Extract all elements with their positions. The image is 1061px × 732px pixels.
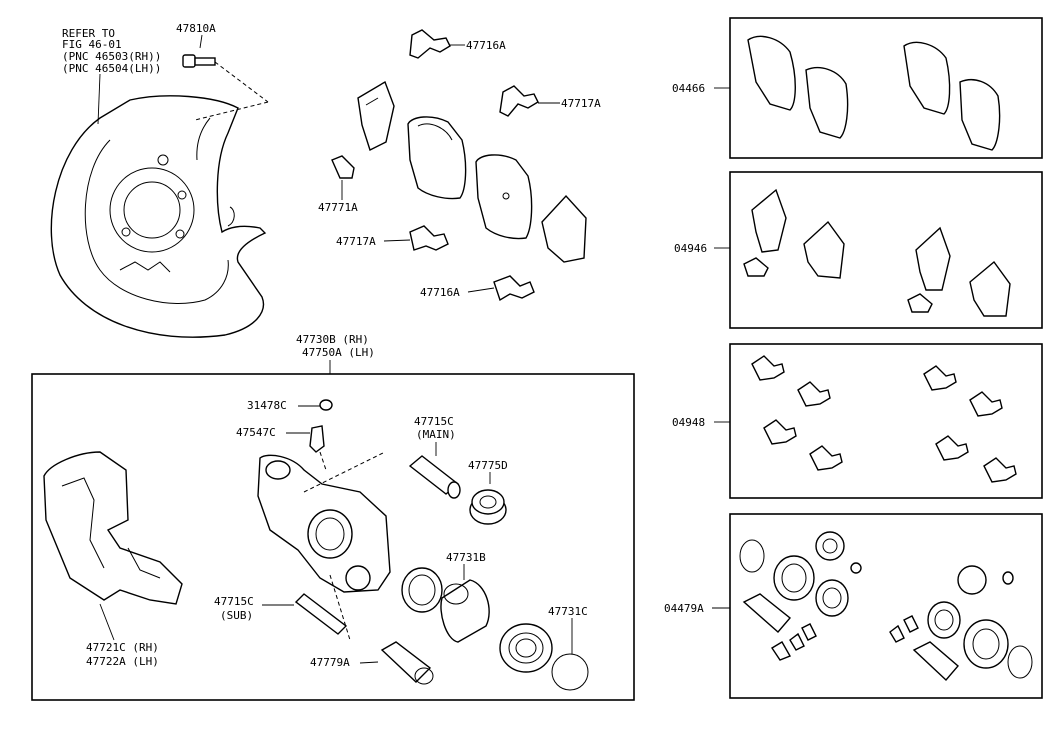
piston-boot-drawing — [499, 623, 553, 673]
clip-47717A-top-drawing — [499, 85, 539, 117]
label-04479A: 04479A — [664, 602, 704, 615]
label-47717A-top: 47717A — [561, 97, 601, 110]
label-mount-rh: 47721C (RH) — [86, 641, 159, 654]
label-mount-lh: 47722A (LH) — [86, 655, 159, 668]
mounting-bracket-drawing — [43, 451, 183, 605]
pad-outer-drawing — [475, 154, 533, 240]
kit-04946-box — [729, 171, 1043, 329]
kit-04479A-seals-drawing — [739, 531, 1033, 682]
label-caliper-lh: 47750A (LH) — [302, 346, 375, 359]
kit-04948-clips-drawing — [751, 355, 1017, 483]
backing-plate-drawing — [50, 95, 267, 338]
label-47715C-sub: 47715C — [214, 595, 254, 608]
seal-47731C-drawing — [551, 653, 589, 691]
boot-47775D-drawing — [469, 489, 507, 525]
label-main-tag: (MAIN) — [416, 428, 456, 441]
piston-seal-ring-drawing — [401, 567, 443, 613]
label-47715C-main: 47715C — [414, 415, 454, 428]
kit-04466-pads-drawing — [747, 35, 1001, 151]
label-47716A-top: 47716A — [466, 39, 506, 52]
kit-04479A-box — [729, 513, 1043, 699]
caliper-body-drawing — [257, 451, 391, 641]
pin-47715C-sub-drawing — [294, 593, 348, 635]
note-line-2: FIG 46-01 — [62, 38, 122, 51]
bolt-47810A-drawing — [182, 54, 269, 121]
pin-47715C-main-drawing — [408, 455, 461, 499]
label-47731B: 47731B — [446, 551, 486, 564]
label-47547C: 47547C — [236, 426, 276, 439]
boot-47779A-drawing — [380, 641, 434, 685]
shim-47771A-top-drawing — [357, 80, 395, 151]
clip-47716A-low-drawing — [493, 275, 535, 302]
label-47779A: 47779A — [310, 656, 350, 669]
label-caliper-rh: 47730B (RH) — [296, 333, 369, 346]
note-line-3: (PNC 46503(RH)) — [62, 50, 161, 63]
shim-lower-drawing — [541, 194, 587, 263]
shim-47771A-drawing — [331, 155, 355, 179]
pad-inner-drawing — [407, 116, 467, 200]
cap-31478C-drawing — [319, 399, 333, 411]
note-leader — [97, 73, 101, 125]
label-31478C: 31478C — [247, 399, 287, 412]
label-47717A-low: 47717A — [336, 235, 376, 248]
label-04948: 04948 — [672, 416, 705, 429]
label-47775D: 47775D — [468, 459, 508, 472]
label-04946: 04946 — [674, 242, 707, 255]
kit-04948-box — [729, 343, 1043, 499]
label-47716A-low: 47716A — [420, 286, 460, 299]
clip-47716A-top-drawing — [409, 29, 451, 59]
piston-47731B-drawing — [440, 579, 490, 643]
label-47731C: 47731C — [548, 605, 588, 618]
caliper-assembly-box — [31, 373, 635, 701]
kit-04466-box — [729, 17, 1043, 159]
note-line-4: (PNC 46504(LH)) — [62, 62, 161, 75]
label-04466: 04466 — [672, 82, 705, 95]
label-47771A: 47771A — [318, 201, 358, 214]
bleeder-47547C-drawing — [309, 425, 327, 471]
label-47810A: 47810A — [176, 22, 216, 35]
clip-47717A-low-drawing — [409, 225, 449, 251]
label-sub-tag: (SUB) — [220, 609, 253, 622]
kit-04946-shims-drawing — [743, 188, 1011, 317]
note-line-1: REFER TO — [62, 27, 115, 40]
